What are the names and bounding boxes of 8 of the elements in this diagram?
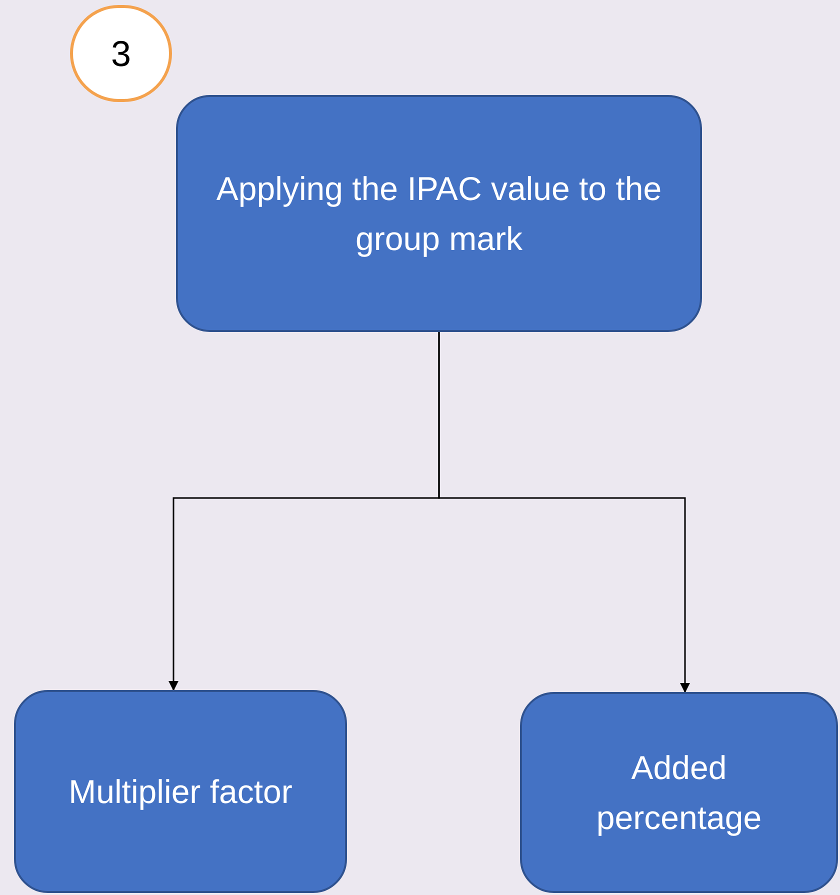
box-label: Multiplier factor <box>68 772 292 812</box>
step-number: 3 <box>110 32 132 76</box>
connector-arrow <box>438 332 690 693</box>
box-label: Applying the IPAC value to the group mark <box>215 169 663 259</box>
process-box <box>14 690 347 893</box>
box-label: Added percentage <box>595 748 763 838</box>
process-box <box>176 95 702 332</box>
process-box <box>520 692 838 893</box>
